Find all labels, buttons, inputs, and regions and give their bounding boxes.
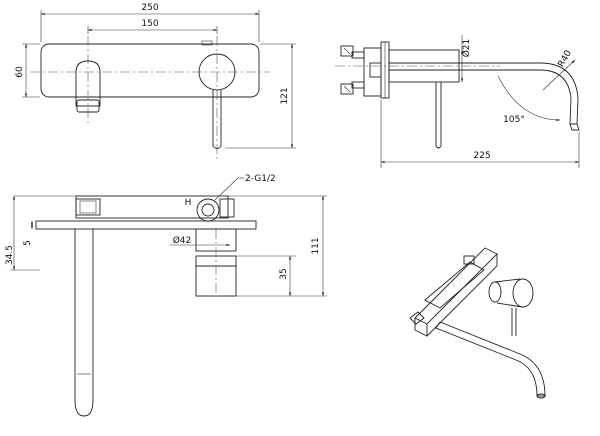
side-view: Ø21 R40 105° 225 — [335, 35, 580, 168]
dim-cartridge-dia: Ø42 — [173, 235, 192, 246]
section-view: H 2-G1/2 Ø42 34.5 5 35 111 — [5, 174, 327, 417]
section-plate — [35, 220, 257, 230]
front-handle-body — [198, 53, 236, 91]
dim-thread: 2-G1/2 — [245, 174, 276, 184]
front-spout — [75, 60, 101, 107]
isometric-view — [409, 247, 546, 399]
dim-depth-34-5: 34.5 — [5, 245, 15, 265]
dim-width-total: 250 — [141, 3, 158, 13]
dim-depth-5: 5 — [23, 240, 33, 246]
dim-depth-35: 35 — [279, 268, 289, 279]
dim-total-height: 121 — [280, 87, 290, 104]
dim-projection: 225 — [473, 151, 490, 161]
side-spout — [388, 62, 579, 125]
dim-plate-height: 60 — [15, 66, 25, 78]
iso-spout — [435, 321, 546, 397]
dim-handle-dia: Ø21 — [461, 39, 472, 58]
section-spout — [74, 229, 94, 417]
dim-angle: 105° — [503, 115, 525, 125]
hot-marker: H — [185, 198, 192, 208]
front-view: 250 150 60 121 — [15, 3, 296, 160]
dim-width-spout: 150 — [141, 19, 158, 29]
front-plate — [40, 43, 260, 98]
dim-depth-111: 111 — [311, 237, 321, 254]
dim-radius: R40 — [557, 49, 575, 70]
iso-handle — [512, 278, 534, 308]
side-handle — [388, 49, 460, 83]
iso-plate — [414, 247, 498, 325]
